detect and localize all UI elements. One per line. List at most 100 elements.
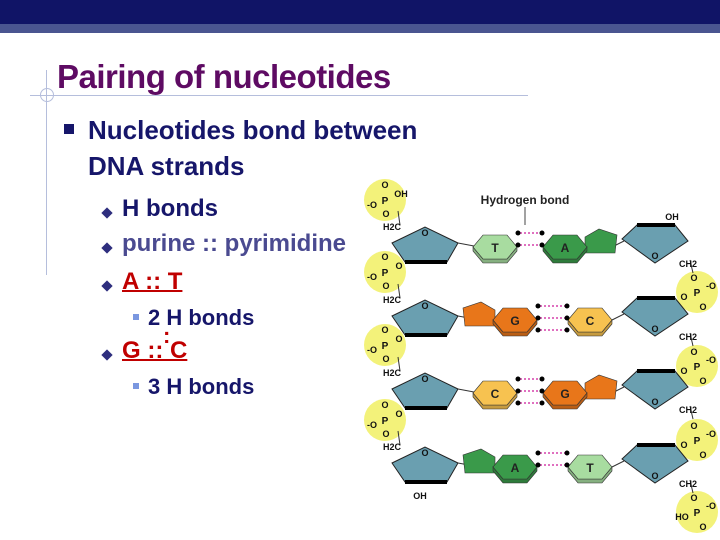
bullet-text-cont: DNA strands (88, 151, 245, 181)
ring-oxygen-label: O (651, 397, 658, 407)
hydroxyl-label: OH (665, 212, 679, 222)
oxygen-label: O (395, 409, 402, 419)
phosphate-group (676, 419, 718, 461)
ring-oxygen-label: O (651, 324, 658, 334)
oxygen-minus-label: -O (367, 200, 377, 210)
backbone-bond (689, 405, 694, 420)
backbone-bond (689, 259, 694, 274)
pyrimidine-ring (542, 380, 588, 406)
ch2-label: H2C (383, 368, 402, 378)
ch2-label: CH2 (679, 479, 697, 489)
purine-pentagon (462, 448, 496, 474)
atom-dot (515, 230, 521, 236)
backbone-bond (689, 332, 694, 347)
atom-dot (515, 400, 521, 406)
ring-oxygen-label: O (651, 251, 658, 261)
deoxyribose-left (391, 446, 459, 483)
crosshair-decoration (40, 88, 54, 102)
oxygen-minus-label: -O (367, 420, 377, 430)
oxygen-label: O (395, 334, 402, 344)
atom-dot (535, 315, 541, 321)
ring-oxygen-label: O (421, 448, 428, 458)
oxygen-label: O (381, 180, 388, 190)
base-label-G: G (560, 387, 569, 401)
pyrimidine-ring (567, 454, 613, 480)
atom-dot (515, 388, 521, 394)
sub-sub-bullet-3-h-bonds: 3 H bonds (148, 374, 255, 399)
ring-oxygen-label: O (651, 471, 658, 481)
atom-dot (535, 450, 541, 456)
glycosidic-bond (457, 388, 475, 393)
header-band (0, 24, 720, 33)
oxygen-label: O (680, 292, 687, 302)
bullet-text: Nucleotides bond between (88, 115, 418, 145)
oxygen-minus-label: -O (706, 429, 716, 439)
atom-dot (515, 376, 521, 382)
hydroxyl-label: HO (675, 512, 689, 522)
oxygen-minus-label: -O (706, 281, 716, 291)
oxygen-label: O (395, 261, 402, 271)
square-bullet-icon (133, 383, 139, 389)
deoxyribose-left (391, 372, 459, 409)
oxygen-label: O (690, 273, 697, 283)
hydrogen-bond-label: Hydrogen bond (481, 193, 570, 207)
sub-bullet-h-bonds: H bonds (122, 195, 218, 222)
base-label-G: G (510, 314, 519, 328)
hydroxyl-label: OH (394, 189, 408, 199)
atom-dot (539, 376, 545, 382)
backbone-bond (397, 283, 401, 299)
atom-dot (564, 462, 570, 468)
phosphate-group (676, 345, 718, 387)
glycosidic-bond (457, 242, 475, 247)
phosphorus-label: P (694, 508, 701, 519)
oxygen-label: O (699, 376, 706, 386)
atom-dot (535, 303, 541, 309)
ring-oxygen-label: O (421, 374, 428, 384)
slide-title: Pairing of nucleotides (57, 58, 391, 95)
phosphorus-label: P (382, 416, 389, 427)
purine-pentagon (584, 374, 618, 400)
phosphorus-label: P (382, 196, 389, 207)
phosphorus-label: P (694, 288, 701, 299)
atom-dot (515, 242, 521, 248)
ch2-label: H2C (383, 295, 402, 305)
atom-dot (539, 388, 545, 394)
glycosidic-bond (611, 313, 625, 321)
oxygen-label: O (382, 209, 389, 219)
ring-oxygen-label: O (421, 228, 428, 238)
phosphate-group (364, 251, 406, 293)
ch2-label: H2C (383, 442, 402, 452)
base-label-C: C (491, 387, 500, 401)
pyrimidine-ring (542, 234, 588, 260)
atom-dot (564, 327, 570, 333)
base-label-A: A (511, 461, 520, 475)
phosphorus-label: P (382, 268, 389, 279)
oxygen-minus-label: -O (706, 355, 716, 365)
oxygen-minus-label: -O (367, 345, 377, 355)
phosphorus-label: P (694, 436, 701, 447)
base-label-C: C (586, 314, 595, 328)
oxygen-label: O (699, 522, 706, 532)
atom-dot (539, 242, 545, 248)
oxygen-label: O (680, 366, 687, 376)
phosphate-group (364, 179, 406, 221)
deoxyribose-right (621, 370, 689, 410)
phosphate-group (676, 271, 718, 313)
oxygen-label: O (381, 325, 388, 335)
oxygen-label: O (690, 347, 697, 357)
atom-dot (564, 315, 570, 321)
base-label-T: T (586, 461, 594, 475)
phosphorus-label: P (694, 362, 701, 373)
oxygen-label: O (382, 429, 389, 439)
backbone-bond (397, 210, 401, 226)
ch2-label: CH2 (679, 405, 697, 415)
atom-dot (539, 230, 545, 236)
purine-pentagon (584, 228, 618, 254)
oxygen-label: O (381, 252, 388, 262)
phosphate-group (364, 399, 406, 441)
atom-dot (564, 303, 570, 309)
deoxyribose-right (621, 444, 689, 484)
glycosidic-bond (611, 460, 625, 468)
hydroxyl-label: OH (413, 491, 427, 501)
